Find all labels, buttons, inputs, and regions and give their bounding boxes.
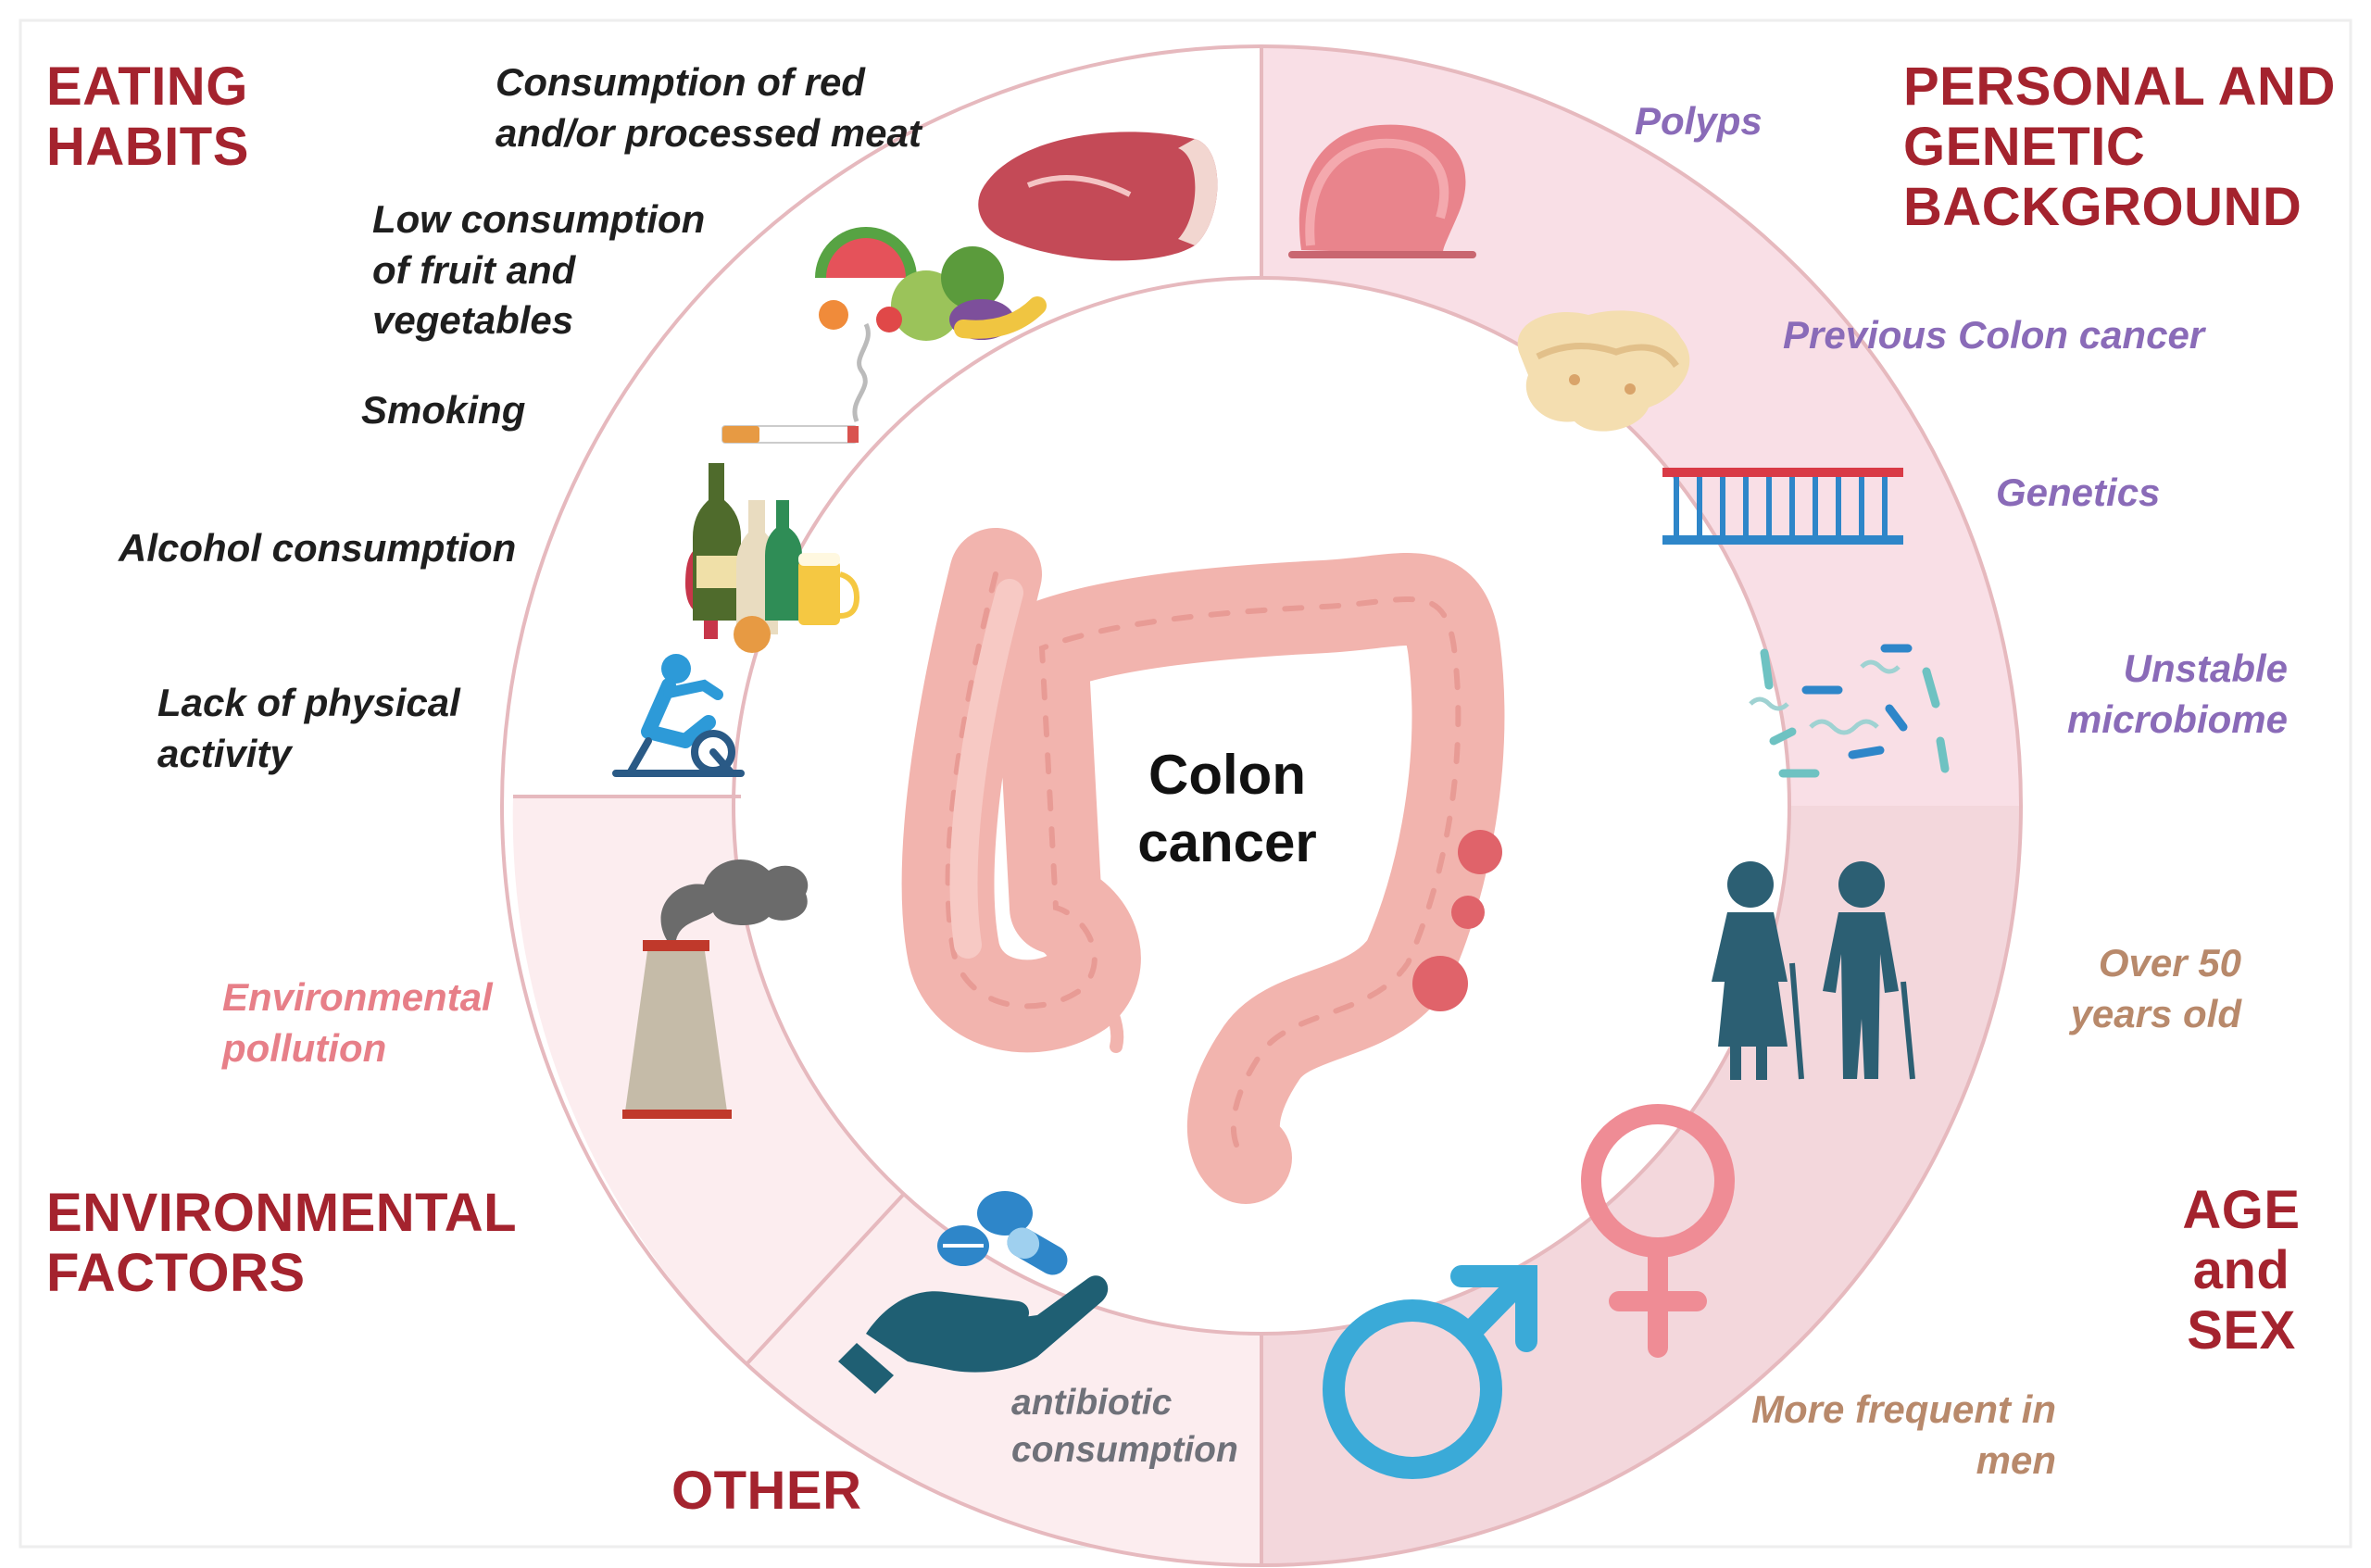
factor-over-50: Over 50 years old — [2038, 938, 2241, 1039]
colon-illustration — [901, 528, 1505, 1204]
factor-red-meat-line1: Consumption of red — [496, 60, 865, 104]
factor-red-meat-line2: and/or processed meat — [496, 110, 922, 155]
factor-pollution-line2: pollution — [222, 1025, 387, 1070]
category-age-sex: AGE and SEX — [2149, 1180, 2334, 1361]
bacteria-icon — [1749, 644, 1950, 778]
tumor-3 — [1412, 956, 1468, 1011]
factor-microbiome-line2: microbiome — [2066, 696, 2288, 741]
factor-pollution-line1: Environmental — [222, 975, 493, 1019]
factor-men-line1: More frequent in — [1750, 1387, 2056, 1431]
category-personal-line3: BACKGROUND — [1903, 176, 2302, 237]
center-title: Colon cancer — [1084, 741, 1371, 876]
category-environmental-line2: FACTORS — [46, 1242, 306, 1303]
factor-previous-cancer: Previous Colon cancer — [1783, 313, 2205, 357]
sector-age-sex — [1261, 806, 2021, 1565]
sector-personal-genetic — [1261, 46, 2021, 806]
tumor-1 — [1458, 830, 1502, 874]
category-environmental: ENVIRONMENTAL FACTORS — [46, 1183, 518, 1304]
tumor-2 — [1451, 896, 1485, 929]
sector-other — [746, 1194, 1261, 1565]
category-other: OTHER — [671, 1461, 862, 1521]
center-title-line1: Colon — [1148, 744, 1306, 806]
factor-red-meat: Consumption of red and/or processed meat — [496, 57, 922, 158]
center-title-line2: cancer — [1137, 811, 1317, 874]
factor-microbiome-line1: Unstable — [2123, 646, 2288, 690]
factor-men-line2: men — [1976, 1437, 2056, 1482]
factor-physical-line2: activity — [157, 731, 292, 775]
factor-antibiotic-line1: antibiotic — [1011, 1383, 1173, 1423]
cigarette-icon — [721, 322, 871, 444]
tumor-icon — [1517, 310, 1690, 432]
factor-polyps: Polyps — [1635, 99, 1763, 143]
factor-fruit-veg-line2: of fruit and — [372, 247, 576, 292]
category-eating-habits: EATING HABITS — [46, 56, 249, 178]
fruit-vegetables-icon — [815, 227, 1047, 341]
category-environmental-line1: ENVIRONMENTAL — [46, 1183, 518, 1243]
meat-icon — [978, 132, 1218, 261]
polyp-icon — [1288, 124, 1476, 258]
factor-fruit-veg: Low consumption of fruit and vegetables — [372, 194, 705, 346]
elderly-couple-icon — [1712, 861, 1915, 1080]
category-age-line3: SEX — [2187, 1299, 2296, 1361]
sex-symbols-icon — [1323, 1104, 1735, 1479]
exercise-bike-icon — [612, 654, 745, 777]
pills-hand-icon — [838, 1191, 1109, 1394]
factor-microbiome: Unstable microbiome — [2028, 644, 2288, 745]
category-personal-line2: GENETIC — [1903, 116, 2146, 177]
factor-over-50-line2: years old — [2070, 991, 2241, 1035]
category-age-line1: AGE — [2182, 1180, 2301, 1240]
factor-physical-line1: Lack of physical — [157, 681, 460, 724]
factor-antibiotic-line2: consumption — [1011, 1429, 1238, 1470]
factor-fruit-veg-line1: Low consumption — [372, 197, 706, 241]
category-personal-line1: PERSONAL AND — [1903, 56, 2336, 117]
factor-antibiotic: antibiotic consumption — [1011, 1380, 1238, 1474]
factory-icon — [622, 859, 809, 1119]
factor-smoking: Smoking — [361, 388, 526, 432]
category-eating-line1: EATING — [46, 56, 248, 117]
category-personal-genetic: PERSONAL AND GENETIC BACKGROUND — [1903, 56, 2336, 238]
factor-pollution: Environmental pollution — [222, 972, 493, 1073]
category-eating-line2: HABITS — [46, 116, 249, 177]
bottles-icon — [685, 463, 860, 653]
factor-fruit-veg-line3: vegetables — [372, 298, 574, 343]
factor-genetics: Genetics — [1996, 470, 2161, 514]
factor-physical-activity: Lack of physical activity — [157, 678, 460, 779]
factor-over-50-line1: Over 50 — [2098, 941, 2241, 985]
category-age-line2: and — [2192, 1239, 2290, 1300]
dna-icon — [1662, 468, 1903, 545]
factor-more-frequent-men: More frequent in men — [1686, 1385, 2056, 1486]
factor-alcohol: Alcohol consumption — [119, 526, 517, 570]
